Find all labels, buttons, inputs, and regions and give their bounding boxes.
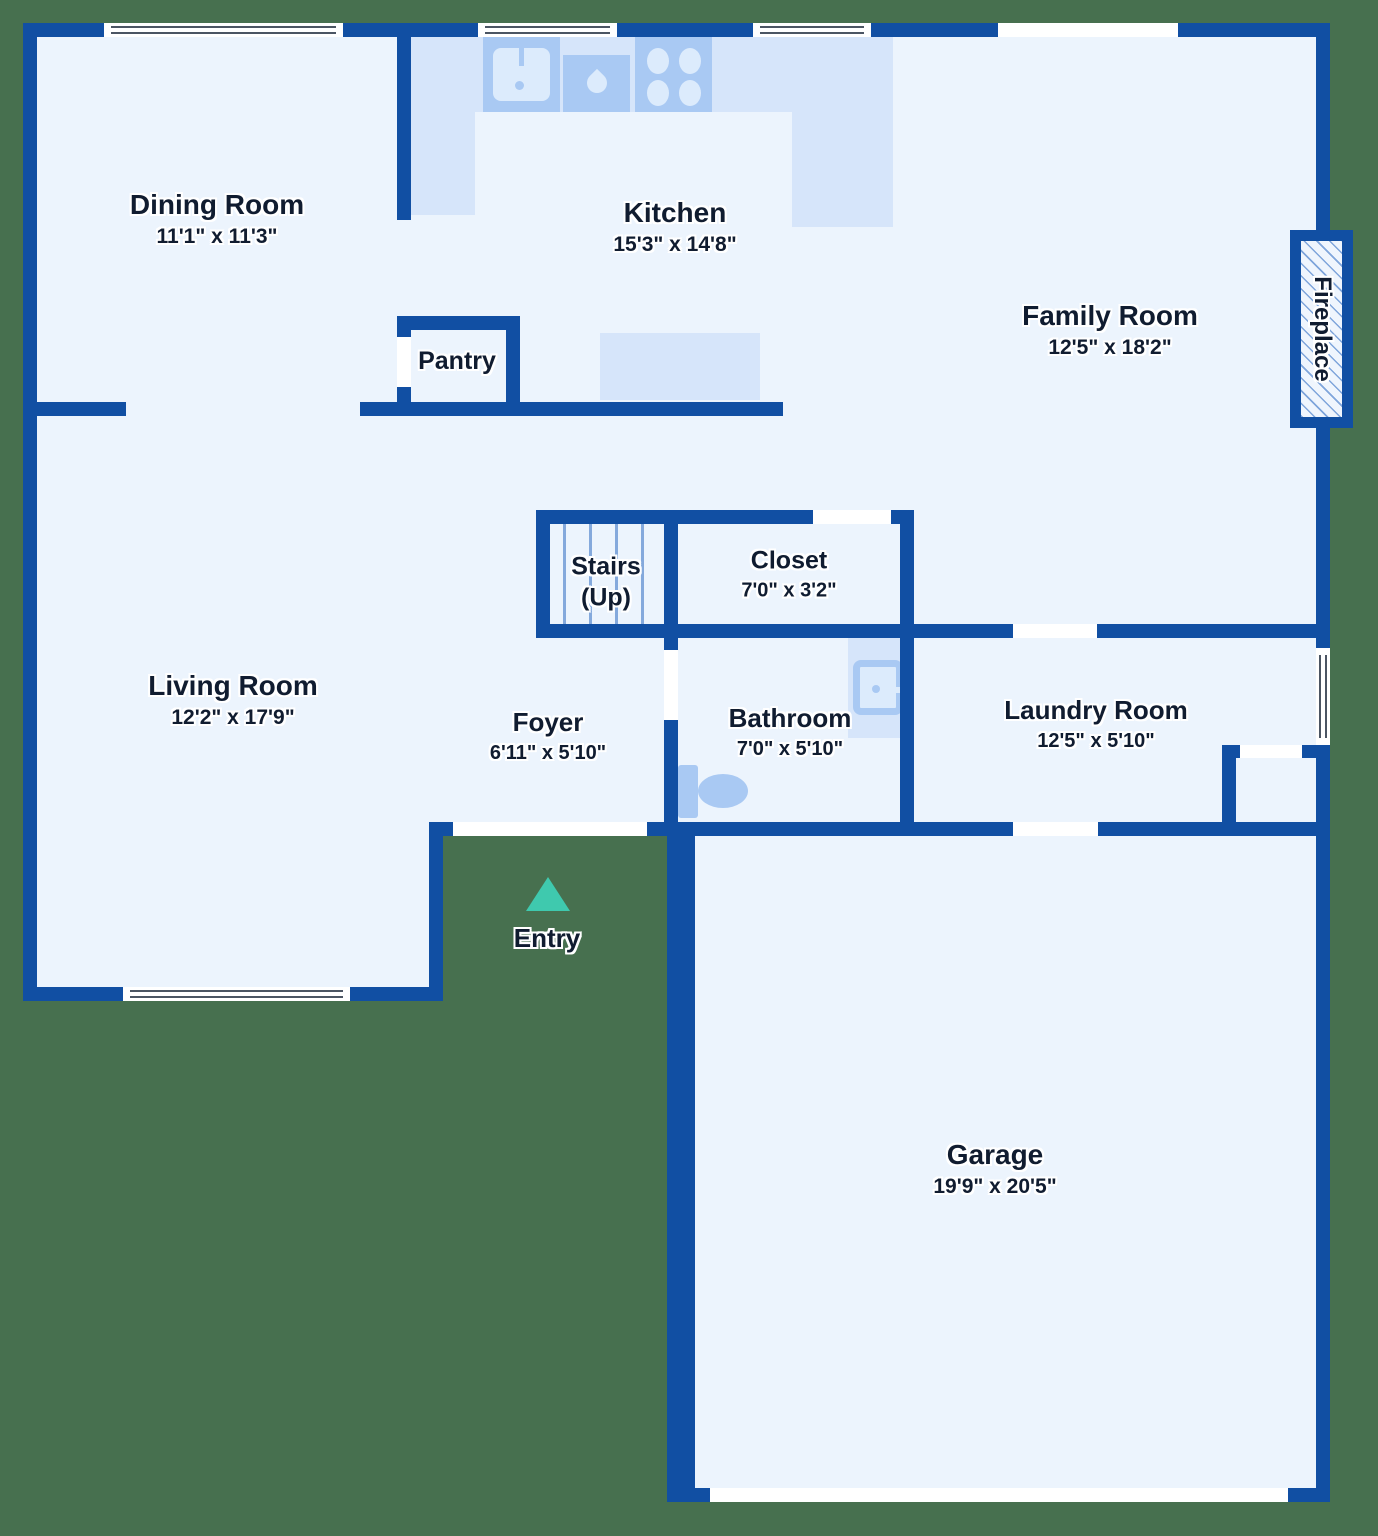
laundry-closet-door-opening bbox=[1240, 745, 1302, 758]
entry-label: Entry bbox=[514, 923, 580, 955]
dishwasher-icon bbox=[563, 55, 630, 112]
living-room-window bbox=[123, 987, 350, 1001]
room-label-foyer: Foyer 6'11" x 5'10" bbox=[490, 707, 606, 765]
room-title: Stairs bbox=[571, 552, 641, 581]
toilet-bowl-icon bbox=[698, 774, 748, 808]
wall-dining-kitchen bbox=[397, 37, 411, 220]
kitchen-counter-right bbox=[792, 112, 893, 227]
room-subtitle: (Up) bbox=[581, 583, 631, 611]
stair-tread bbox=[615, 524, 618, 624]
bathroom-door-opening bbox=[664, 650, 678, 720]
garage-door-opening bbox=[710, 1488, 1288, 1502]
burner-icon bbox=[647, 80, 669, 106]
room-title: Kitchen bbox=[623, 197, 727, 229]
room-title: Entry bbox=[513, 923, 581, 954]
room-title: Foyer bbox=[512, 706, 584, 737]
wall-kitchen-bottom bbox=[360, 402, 783, 416]
sink-drain bbox=[515, 81, 524, 90]
window-glass bbox=[485, 26, 610, 34]
wall-closet-right bbox=[900, 510, 914, 638]
sink-faucet bbox=[519, 48, 524, 66]
window-glass bbox=[130, 990, 343, 998]
stair-tread bbox=[589, 524, 592, 624]
entry-notch bbox=[443, 836, 667, 1001]
laundry-window bbox=[1316, 648, 1330, 745]
room-label-dining-room: Dining Room 11'1" x 11'3" bbox=[130, 188, 304, 250]
laundry-door-opening bbox=[1013, 624, 1097, 638]
wall-bathroom-laundry bbox=[900, 638, 914, 836]
sink-drain bbox=[872, 685, 880, 693]
room-label-bathroom: Bathroom 7'0" x 5'10" bbox=[729, 703, 852, 761]
room-dimensions: 12'5" x 18'2" bbox=[1048, 336, 1172, 360]
room-title: Bathroom bbox=[728, 702, 852, 733]
bathroom-sink-icon bbox=[853, 660, 903, 715]
room-title: Living Room bbox=[148, 670, 318, 702]
floor-garage bbox=[667, 1001, 1330, 1502]
room-dimensions: 12'2" x 17'9" bbox=[171, 706, 295, 730]
room-dimensions: 7'0" x 3'2" bbox=[741, 579, 837, 602]
front-door-opening bbox=[453, 822, 647, 836]
kitchen-window-1 bbox=[478, 23, 617, 37]
room-label-pantry: Pantry bbox=[418, 346, 496, 377]
wall-stairs-left bbox=[536, 510, 550, 638]
room-dimensions: 19'9" x 20'5" bbox=[933, 1175, 1057, 1199]
room-title: Laundry Room bbox=[1004, 694, 1188, 725]
kitchen-island bbox=[600, 333, 760, 400]
family-room-patio-door-opening bbox=[998, 23, 1178, 37]
stair-tread bbox=[563, 524, 566, 624]
wall-dining-living bbox=[23, 402, 126, 416]
dining-room-window bbox=[104, 23, 343, 37]
room-title: Dining Room bbox=[129, 189, 305, 221]
stair-tread bbox=[641, 524, 644, 624]
room-label-garage: Garage 19'9" x 20'5" bbox=[933, 1138, 1056, 1200]
room-title: Pantry bbox=[418, 346, 496, 375]
closet-door-opening bbox=[813, 510, 891, 524]
fireplace-label: Fireplace bbox=[1308, 276, 1336, 382]
wall-entry-left bbox=[429, 822, 443, 1001]
kitchen-counter-left bbox=[411, 112, 475, 215]
wall-pantry-right bbox=[506, 316, 520, 416]
room-label-stairs: Stairs (Up) bbox=[571, 552, 640, 613]
room-dimensions: 15'3" x 14'8" bbox=[613, 233, 737, 257]
wall-mid-horizontal bbox=[536, 624, 1330, 638]
water-drop-icon bbox=[582, 68, 612, 98]
toilet-tank-icon bbox=[678, 765, 698, 818]
fireplace: Fireplace bbox=[1290, 230, 1353, 428]
room-dimensions: 12'5" x 5'10" bbox=[1037, 729, 1155, 752]
wall-front bbox=[429, 822, 1330, 836]
wall-stairs-right bbox=[664, 510, 678, 638]
burner-icon bbox=[647, 48, 669, 74]
window-glass bbox=[760, 26, 864, 34]
window-glass bbox=[1319, 655, 1327, 738]
entry-arrow-icon bbox=[526, 877, 570, 911]
room-label-laundry-room: Laundry Room 12'5" x 5'10" bbox=[1004, 695, 1187, 753]
pantry-door-opening bbox=[397, 337, 411, 387]
burner-icon bbox=[679, 80, 701, 106]
room-label-kitchen: Kitchen 15'3" x 14'8" bbox=[613, 196, 736, 258]
room-dimensions: 7'0" x 5'10" bbox=[736, 737, 844, 760]
window-glass bbox=[111, 26, 336, 34]
room-dimensions: 6'11" x 5'10" bbox=[489, 741, 607, 764]
burner-icon bbox=[679, 48, 701, 74]
room-dimensions: 11'1" x 11'3" bbox=[156, 225, 278, 249]
kitchen-sink-icon bbox=[483, 37, 560, 112]
wall-laundry-closet-left bbox=[1222, 745, 1236, 836]
sink-faucet-notch bbox=[896, 687, 903, 693]
room-title: Closet bbox=[750, 546, 828, 575]
room-label-closet: Closet 7'0" x 3'2" bbox=[741, 546, 836, 603]
room-title: Family Room bbox=[1022, 300, 1198, 332]
wall-garage-left bbox=[667, 836, 695, 1502]
room-title: Garage bbox=[946, 1139, 1044, 1171]
room-label-living-room: Living Room 12'2" x 17'9" bbox=[148, 669, 318, 731]
wall-pantry-top bbox=[397, 316, 520, 330]
kitchen-window-2 bbox=[753, 23, 871, 37]
fireplace-hatch: Fireplace bbox=[1301, 241, 1342, 417]
stove-icon bbox=[635, 37, 712, 112]
wall-exterior-left bbox=[23, 23, 37, 1001]
laundry-garage-door-opening bbox=[1013, 822, 1098, 836]
room-label-family-room: Family Room 12'5" x 18'2" bbox=[1022, 299, 1198, 361]
